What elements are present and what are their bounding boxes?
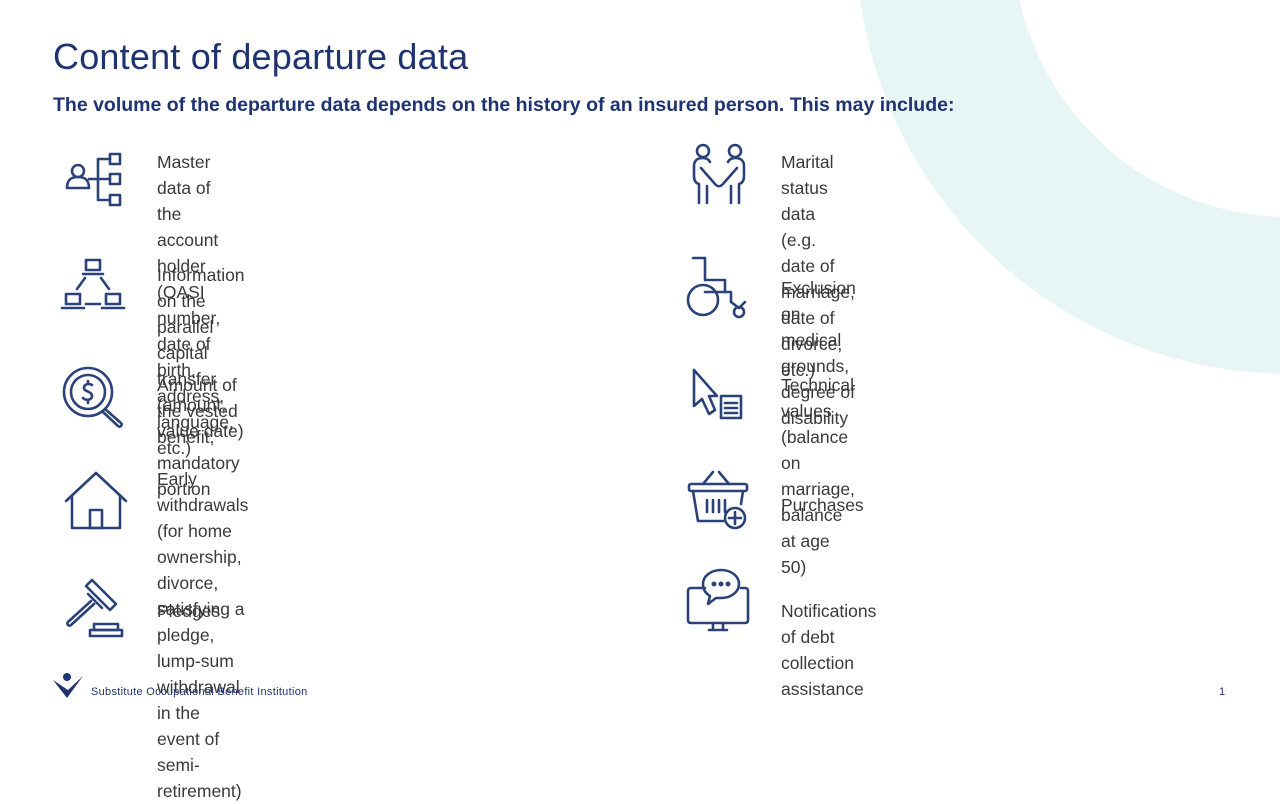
slide-title: Content of departure data [53, 36, 469, 77]
item-text: Master data of the account holder (OASI … [157, 152, 234, 458]
item-text: Technical values (balance on marriage, b… [781, 375, 855, 577]
gavel-icon [58, 574, 128, 644]
house-icon [58, 468, 128, 538]
item-text: Pledges [157, 601, 221, 621]
organization-logo [52, 672, 84, 700]
cursor-document-icon [683, 362, 753, 432]
item-text: Information on the parallel capital tran… [157, 265, 245, 441]
item-text: Marital status data (e.g. date of marria… [781, 152, 855, 380]
item-text: Notifications of debt collection assista… [781, 601, 877, 699]
network-laptops-icon [58, 252, 128, 322]
slide-subtitle: The volume of the departure data depends… [53, 94, 955, 116]
item-text: Amount of the vested benefit, mandatory … [157, 375, 240, 499]
monitor-chat-icon [683, 566, 753, 636]
item-text: Exclusion on medical grounds, degree of … [781, 278, 856, 428]
magnifier-dollar-icon [58, 362, 128, 432]
person-hierarchy-icon [58, 142, 128, 212]
item-text: Purchases [781, 495, 864, 515]
couple-icon [683, 140, 753, 210]
item-text: Early withdrawals (for home ownership, d… [157, 469, 249, 801]
page-number: 1 [1219, 686, 1226, 698]
footer-organization: Substitute Occupational Benefit Institut… [91, 686, 308, 698]
wheelchair-icon [683, 252, 753, 322]
basket-add-icon [683, 466, 753, 536]
